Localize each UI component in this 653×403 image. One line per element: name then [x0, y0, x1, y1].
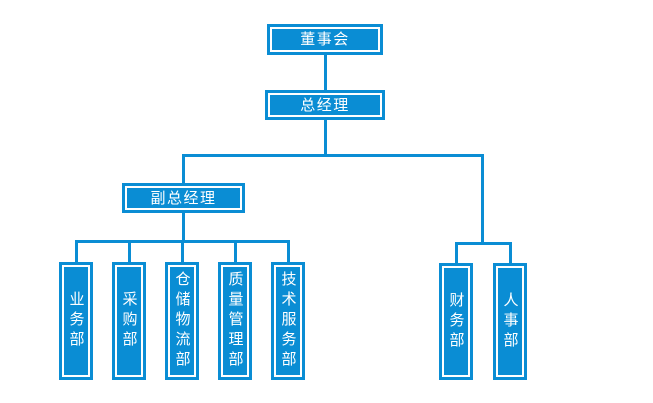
connector-quality-stub — [234, 240, 237, 262]
org-node-warehouse-logistics-dept: 仓储物流部 — [165, 262, 199, 380]
org-node-business-dept: 业务部 — [59, 262, 93, 380]
org-node-deputy-general-manager-label: 副总经理 — [150, 189, 217, 207]
org-node-technical-service-dept-label: 技术服务部 — [279, 271, 297, 371]
org-node-quality-management-dept: 质量管理部 — [218, 262, 252, 380]
org-node-purchasing-dept: 采购部 — [112, 262, 146, 380]
connector-warehouse-stub — [181, 240, 184, 262]
org-node-board-label: 董事会 — [300, 31, 350, 48]
org-node-general-manager: 总经理 — [265, 90, 385, 120]
connector-business-stub — [75, 240, 78, 262]
connector-right-drop — [481, 154, 484, 245]
connector-board-to-gm — [324, 55, 327, 90]
connector-right-horizontal — [455, 242, 512, 245]
connector-purchasing-stub — [128, 240, 131, 262]
org-node-finance-dept-label: 财务部 — [447, 291, 465, 352]
org-node-deputy-general-manager: 副总经理 — [122, 183, 245, 213]
connector-finance-stub — [455, 242, 458, 263]
org-node-hr-dept: 人事部 — [493, 263, 527, 380]
connector-main-horizontal — [182, 154, 484, 157]
org-node-warehouse-logistics-dept-label: 仓储物流部 — [173, 271, 191, 371]
connector-deputy-out — [182, 213, 185, 243]
connector-hr-stub — [509, 242, 512, 263]
org-node-purchasing-dept-label: 采购部 — [120, 291, 138, 351]
org-node-board: 董事会 — [267, 24, 383, 55]
connector-gm-drop — [324, 120, 327, 154]
org-node-hr-dept-label: 人事部 — [501, 291, 519, 352]
connector-deputy-drop — [182, 154, 185, 183]
org-node-finance-dept: 财务部 — [439, 263, 473, 380]
org-node-quality-management-dept-label: 质量管理部 — [226, 271, 244, 371]
org-node-general-manager-label: 总经理 — [300, 96, 350, 114]
connector-techservice-stub — [287, 240, 290, 262]
org-node-technical-service-dept: 技术服务部 — [271, 262, 305, 380]
org-node-business-dept-label: 业务部 — [67, 291, 85, 351]
